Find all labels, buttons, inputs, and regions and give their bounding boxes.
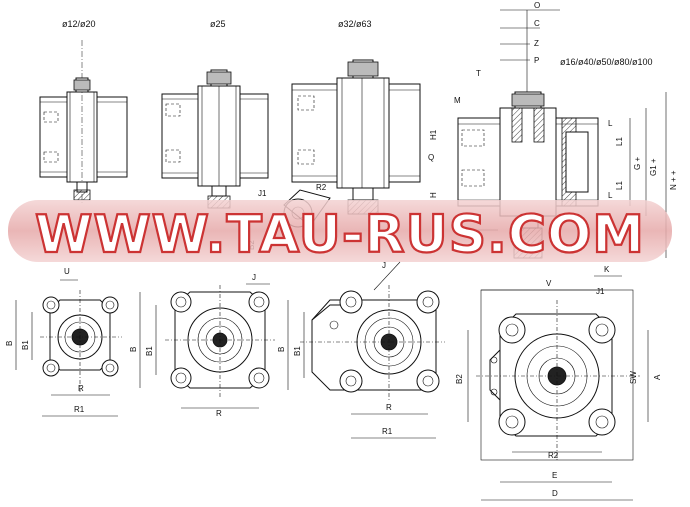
side-view-medium: ø25 [161, 19, 269, 209]
size-label-1: ø12/ø20 [62, 19, 96, 29]
dim-B1-front3: B1 [293, 346, 302, 356]
front-view-small: U B B1 R R1 [5, 267, 122, 417]
front-view-large: J B B1 R R1 [277, 261, 445, 439]
dim-B-front1: B [5, 341, 14, 346]
dim-Q: Q [428, 153, 434, 162]
dim-E: E [552, 471, 557, 480]
dim-L1-top: L1 [615, 137, 624, 146]
dim-G1: G1 + [649, 158, 658, 176]
front-view-medium: J B B1 R [129, 273, 275, 418]
dim-V: V [546, 279, 552, 288]
dim-D: D [552, 489, 558, 498]
size-label-4: ø16/ø40/ø50/ø80/ø100 [560, 57, 653, 67]
dim-U: U [64, 267, 70, 276]
dim-J1-detail: J1 [258, 189, 267, 198]
dim-J1-front4: J1 [596, 287, 605, 296]
dim-B-front3: B [277, 347, 286, 352]
dim-SW: SW [629, 371, 638, 384]
dim-N: N + + [669, 170, 678, 190]
dim-R-front1: R [78, 384, 84, 393]
side-view-section: ø16/ø40/ø50/ø80/ø100 O C Z P T M H1 Q H … [428, 1, 678, 259]
dim-H: H [429, 192, 438, 198]
dim-R1-front3: R1 [382, 427, 393, 436]
side-view-large: ø32/ø63 [291, 19, 421, 215]
dim-J-front3: J [382, 261, 386, 270]
dim-P: P [534, 56, 539, 65]
dim-R2-front4: R2 [548, 451, 559, 460]
dim-A: A [653, 374, 662, 380]
dim-O: O [534, 1, 540, 10]
dim-L1-bottom: L1 [615, 181, 624, 190]
size-label-2: ø25 [210, 19, 226, 29]
dim-R-front3: R [386, 403, 392, 412]
dim-M: M [454, 96, 461, 105]
size-label-3: ø32/ø63 [338, 19, 372, 29]
dim-R-front2: R [216, 409, 222, 418]
watermark-text: WWW.TAU-RUS.COM [35, 205, 645, 265]
side-view-small: ø12/ø20 [39, 19, 128, 205]
watermark-band: WWW.TAU-RUS.COM [8, 200, 672, 266]
dim-R2-detail: R2 [316, 183, 327, 192]
dim-B2-front4: B2 [455, 374, 464, 384]
dim-K: K [604, 265, 610, 274]
dim-B1-front1: B1 [21, 340, 30, 350]
dim-B-front2: B [129, 347, 138, 352]
front-view-xlarge: V K J1 SW A B2 R2 E D [455, 265, 662, 501]
dim-T: T [476, 69, 481, 78]
dim-Z: Z [534, 39, 539, 48]
dim-R1-front1: R1 [74, 405, 85, 414]
dim-C: C [534, 19, 540, 28]
dim-H1: H1 [429, 129, 438, 140]
dim-B1-front2: B1 [145, 346, 154, 356]
dim-G: G + [633, 157, 642, 170]
dim-L-bottom: L [608, 191, 613, 200]
dim-L-top: L [608, 119, 613, 128]
dim-J-front2: J [252, 273, 256, 282]
